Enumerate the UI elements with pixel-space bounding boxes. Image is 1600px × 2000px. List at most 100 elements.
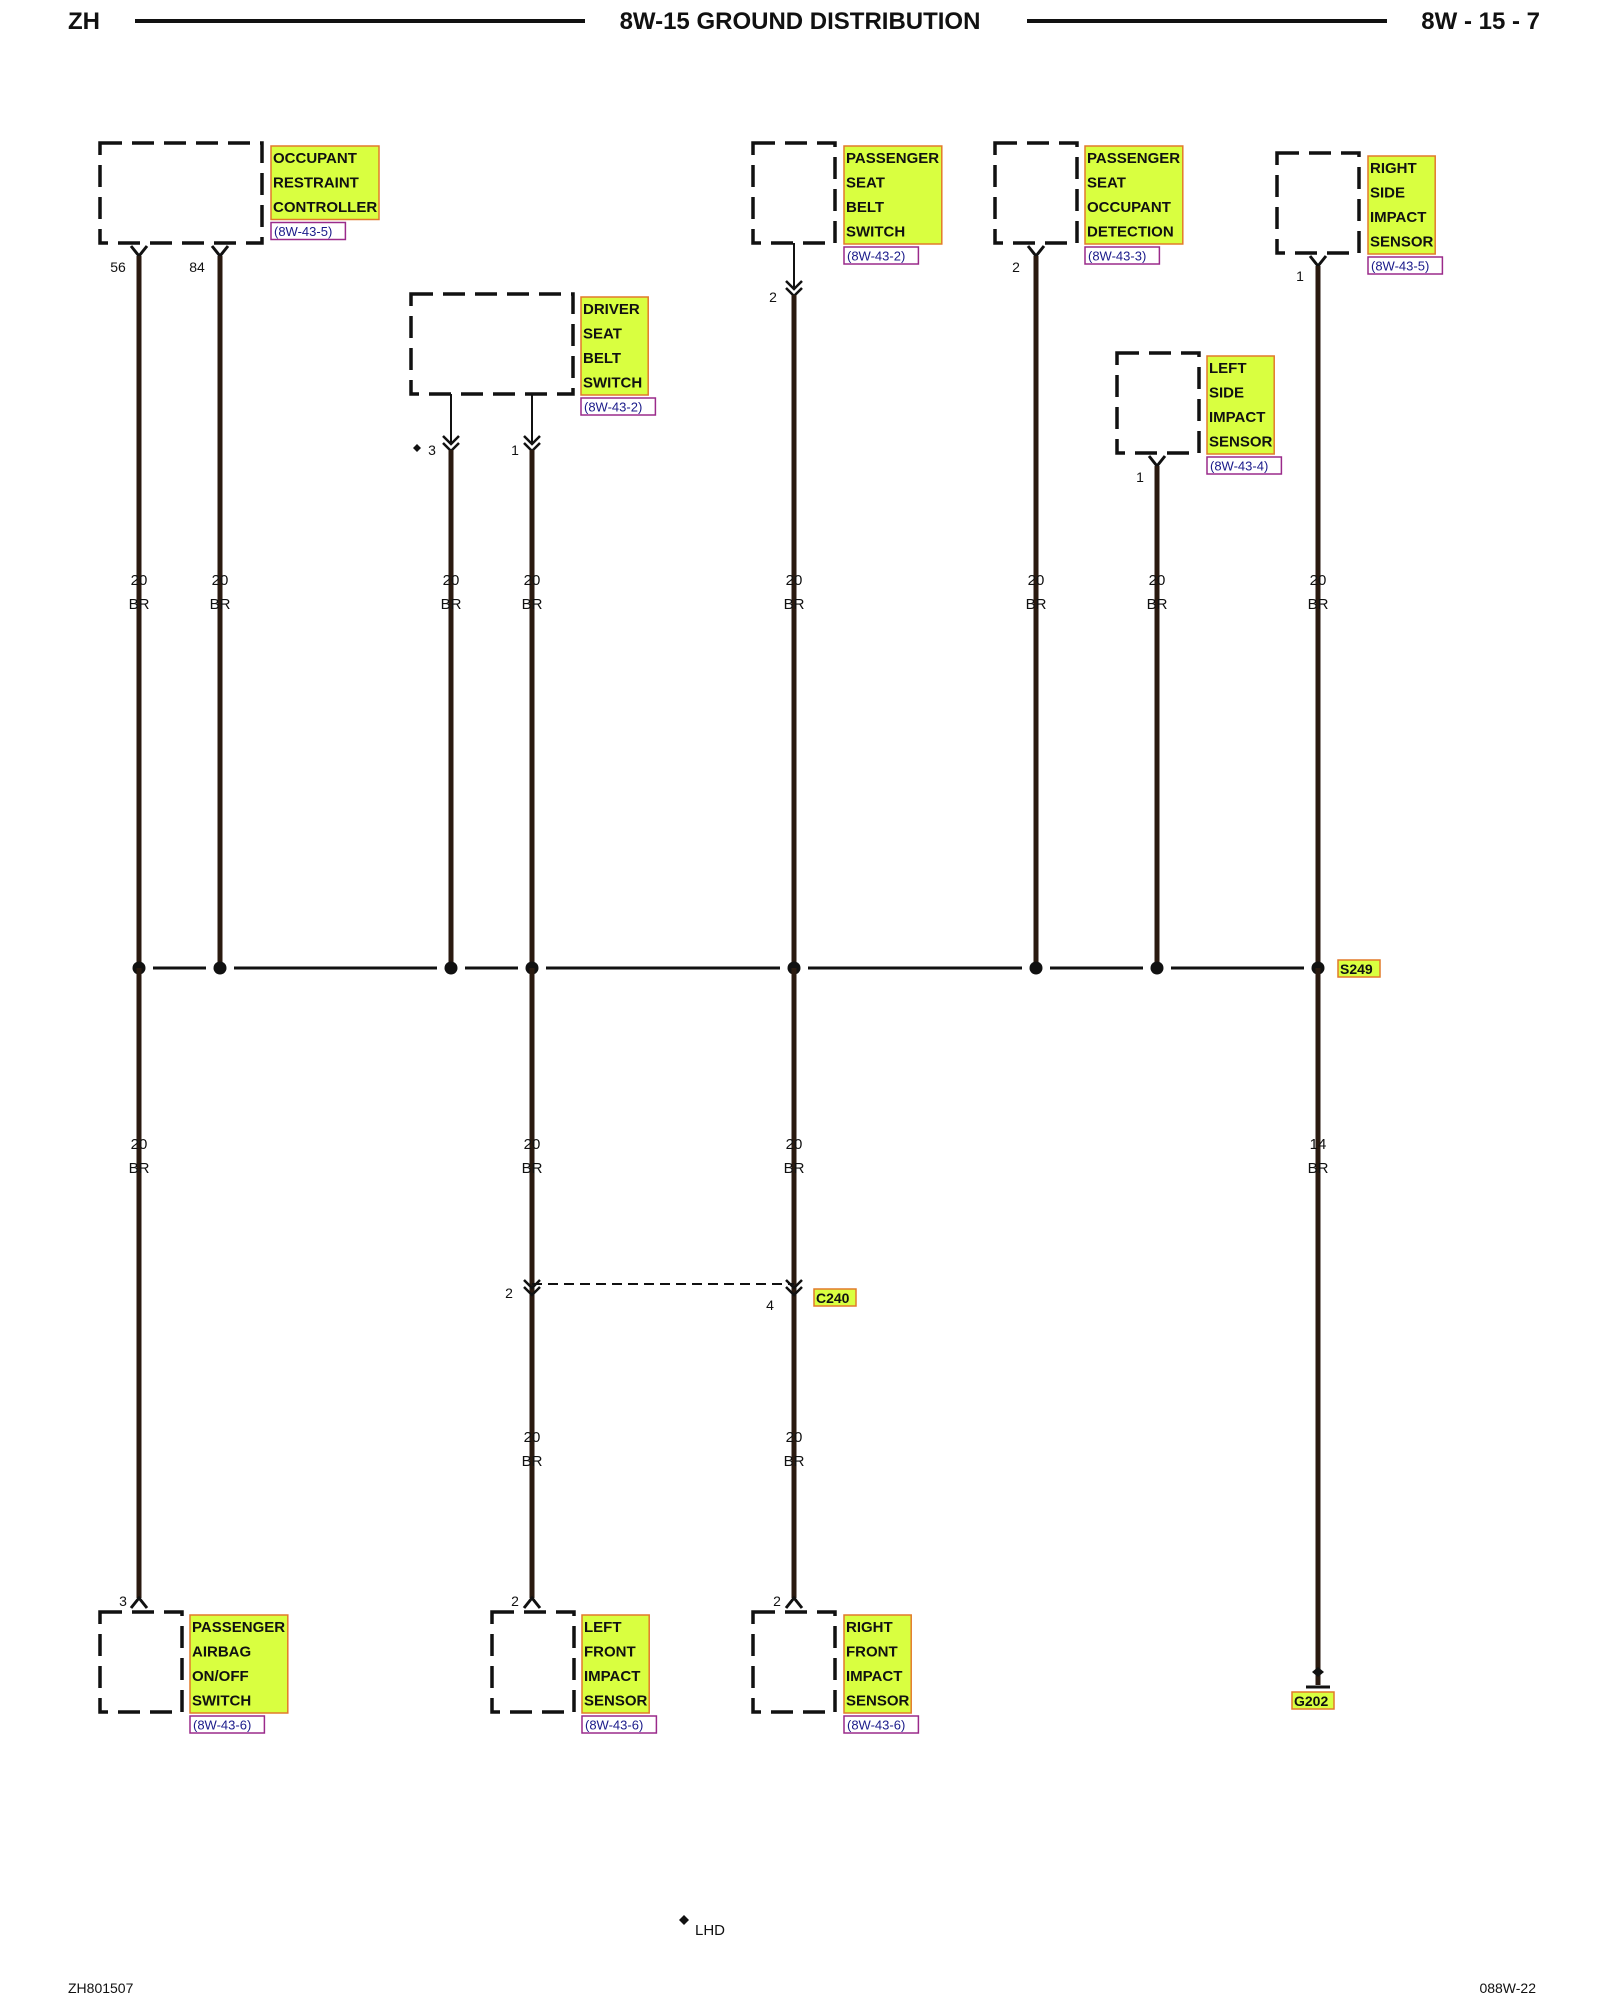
pass-belt-label-line: PASSENGER xyxy=(846,150,939,167)
pass-belt-box xyxy=(751,141,837,245)
lower-lfront-gauge: 20 xyxy=(524,1136,541,1153)
upper-4-color: BR xyxy=(784,596,805,613)
rside-ref: (8W-43-5) xyxy=(1371,259,1429,274)
lside-label-line: LEFT xyxy=(1209,360,1247,377)
lower-ground-color: BR xyxy=(1308,1160,1329,1177)
header-rule-right xyxy=(1027,19,1387,23)
airbag-sw-box xyxy=(98,1610,184,1714)
lside-ref: (8W-43-4) xyxy=(1210,459,1268,474)
airbag-sw-label-line: ON/OFF xyxy=(192,1668,249,1685)
lside-label-box xyxy=(1206,355,1275,455)
airbag-sw-label-box xyxy=(189,1614,289,1714)
airbag-sw-label-line: AIRBAG xyxy=(192,1644,251,1661)
rfront-label-box xyxy=(843,1614,912,1714)
lfront-ref-box xyxy=(581,1715,658,1734)
splice-s249-tag-box xyxy=(1337,959,1381,978)
pin-c240-right: 4 xyxy=(766,1297,774,1313)
rfront-label-line: IMPACT xyxy=(846,1668,902,1685)
pass-occ-label-box xyxy=(1084,145,1184,245)
upper-1-color: BR xyxy=(210,596,231,613)
ground-g202-tag-box xyxy=(1291,1691,1335,1710)
upper-1-gauge: 20 xyxy=(212,572,229,589)
driver-belt-ref-box xyxy=(580,397,657,416)
header-left-code: ZH xyxy=(68,8,100,35)
page-number: 8W - 15 - 7 xyxy=(1421,8,1540,35)
pass-belt-ref-box xyxy=(843,246,920,265)
pin-fork xyxy=(210,245,230,259)
pin-pass-belt: 2 xyxy=(769,289,777,305)
lower-rfront-gauge: 20 xyxy=(786,1136,803,1153)
orc-label-line: OCCUPANT xyxy=(273,150,357,167)
header-rule-left xyxy=(135,19,585,23)
lfront-label-box xyxy=(581,1614,650,1714)
driver-belt-label-line: SWITCH xyxy=(583,375,642,392)
legend-diamond xyxy=(679,1915,689,1925)
splice-dot xyxy=(444,961,458,975)
pin-lfront: 2 xyxy=(511,1593,519,1609)
upper-2-gauge: 20 xyxy=(443,572,460,589)
lfront-label-line: SENSOR xyxy=(584,1693,648,1710)
legend-lhd: LHD xyxy=(695,1922,725,1939)
pass-occ-box xyxy=(993,141,1079,245)
upper-5-color: BR xyxy=(1026,596,1047,613)
upper-6-color: BR xyxy=(1147,596,1168,613)
pin-driver-a: 3 xyxy=(428,442,436,458)
pin-orc-a: 56 xyxy=(110,259,126,275)
lside-box xyxy=(1115,351,1201,455)
lfront-box xyxy=(490,1610,576,1714)
rfront-label-line: RIGHT xyxy=(846,1619,893,1636)
rside-label-line: SENSOR xyxy=(1370,234,1434,251)
pin-c240-left: 2 xyxy=(505,1285,513,1301)
orc-label-box xyxy=(270,145,380,221)
lfront-label-line: LEFT xyxy=(584,1619,622,1636)
lower-ground-gauge: 14 xyxy=(1310,1136,1327,1153)
pass-occ-label-line: DETECTION xyxy=(1087,224,1174,241)
pin-rfront: 2 xyxy=(773,1593,781,1609)
footer-right-code: 088W-22 xyxy=(1479,1980,1536,1996)
pass-occ-ref: (8W-43-3) xyxy=(1088,249,1146,264)
upper-3-color: BR xyxy=(522,596,543,613)
upper-7-gauge: 20 xyxy=(1310,572,1327,589)
rfront-ref: (8W-43-6) xyxy=(847,1718,905,1733)
pin-fork xyxy=(784,1595,804,1609)
driver-belt-label-line: SEAT xyxy=(583,326,622,343)
connector-chevron xyxy=(523,1279,541,1297)
pin-pass-occ: 2 xyxy=(1012,259,1020,275)
pass-occ-ref-box xyxy=(1084,246,1161,265)
pin-rside: 1 xyxy=(1296,268,1304,284)
pin-airbag-sw: 3 xyxy=(119,1593,127,1609)
upper-5-gauge: 20 xyxy=(1028,572,1045,589)
rfront-label-line: FRONT xyxy=(846,1644,898,1661)
lside-label-line: SIDE xyxy=(1209,385,1244,402)
components xyxy=(98,141,1361,1714)
driver-belt-box xyxy=(409,292,575,396)
orc-ref: (8W-43-5) xyxy=(274,224,332,239)
footer-left-code: ZH801507 xyxy=(68,1980,134,1996)
rside-label-line: IMPACT xyxy=(1370,209,1426,226)
lower-rfront-color: BR xyxy=(784,1160,805,1177)
airbag-sw-ref-box xyxy=(189,1715,266,1734)
pin-fork xyxy=(1147,455,1167,469)
upper-0-gauge: 20 xyxy=(131,572,148,589)
rfront-ref-box xyxy=(843,1715,920,1734)
driver-belt-label-box xyxy=(580,296,649,396)
driver-belt-ref: (8W-43-2) xyxy=(584,400,642,415)
orc-box xyxy=(98,141,264,245)
wires xyxy=(129,243,1330,1689)
post-c240-right-color: BR xyxy=(784,1453,805,1470)
airbag-sw-label-line: SWITCH xyxy=(192,1693,251,1710)
orc-label-line: CONTROLLER xyxy=(273,199,377,216)
pin-fork xyxy=(129,245,149,259)
rside-ref-box xyxy=(1367,256,1444,275)
upper-2-color: BR xyxy=(441,596,462,613)
lside-label-line: SENSOR xyxy=(1209,434,1273,451)
connector-c240: C240 xyxy=(816,1290,850,1306)
rfront-label-line: SENSOR xyxy=(846,1693,910,1710)
rside-label-box xyxy=(1367,155,1436,255)
orc-ref-box xyxy=(270,221,347,241)
pin-orc-b: 84 xyxy=(189,259,205,275)
driver-belt-label-line: BELT xyxy=(583,350,621,367)
lower-lfront-color: BR xyxy=(522,1160,543,1177)
